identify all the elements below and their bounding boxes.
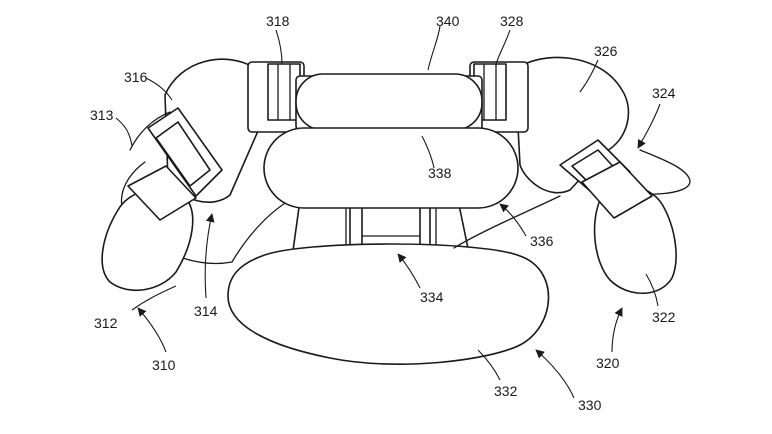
center-pads xyxy=(263,73,519,209)
label-338: 338 xyxy=(428,165,452,181)
label-320: 320 xyxy=(596,355,620,371)
label-314: 314 xyxy=(194,303,218,319)
label-336: 336 xyxy=(530,233,554,249)
top-pad xyxy=(295,73,483,131)
label-340: 340 xyxy=(436,13,460,29)
middle-pad xyxy=(263,127,519,209)
left-arm-assembly xyxy=(129,58,305,204)
label-324: 324 xyxy=(652,85,676,101)
leader-lines xyxy=(115,25,661,399)
right-grip-collar xyxy=(581,161,653,219)
label-312: 312 xyxy=(94,315,118,331)
label-316: 316 xyxy=(124,69,148,85)
label-326: 326 xyxy=(594,43,618,59)
reference-labels: 316 313 318 340 328 326 324 338 336 334 … xyxy=(90,13,676,413)
left-grip-collar xyxy=(127,165,197,221)
label-318: 318 xyxy=(266,13,290,29)
label-328: 328 xyxy=(500,13,524,29)
label-330: 330 xyxy=(578,397,602,413)
bottom-cushion xyxy=(227,243,550,365)
label-332: 332 xyxy=(494,383,518,399)
label-334: 334 xyxy=(420,289,444,305)
label-313: 313 xyxy=(90,107,114,123)
label-322: 322 xyxy=(652,309,676,325)
label-310: 310 xyxy=(152,357,176,373)
